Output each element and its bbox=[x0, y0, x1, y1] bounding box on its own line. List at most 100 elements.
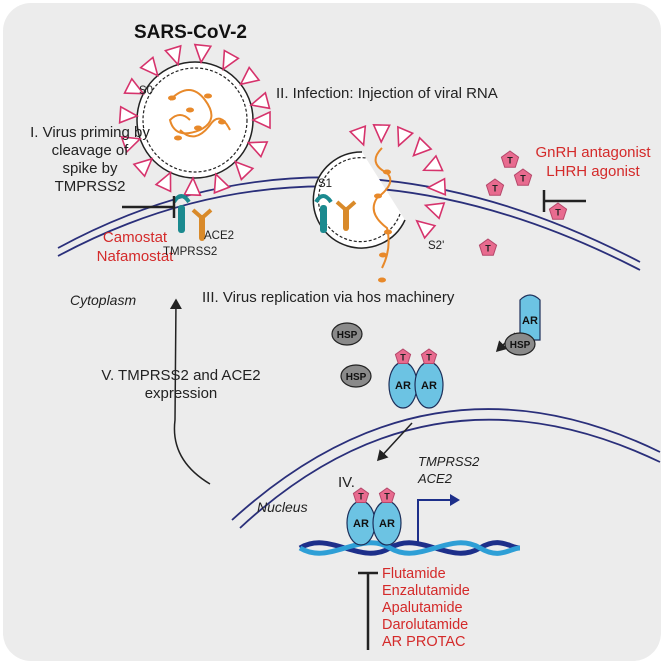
s2-label: S2' bbox=[428, 240, 445, 252]
testosterone-icon: T bbox=[478, 238, 498, 256]
androgen-receptor-icon: AR bbox=[346, 500, 376, 546]
heat-shock-protein-icon: HSP bbox=[331, 322, 363, 346]
spike bbox=[163, 44, 182, 67]
enzalutamide-label: Enzalutamide bbox=[382, 583, 470, 599]
svg-text:T: T bbox=[520, 174, 526, 184]
camostat-label: Camostat bbox=[102, 229, 168, 246]
step-iv-label: IV. bbox=[338, 474, 355, 491]
spike bbox=[183, 176, 202, 197]
hormone-inhibitors: GnRH antagonist LHRH agonist bbox=[528, 143, 658, 181]
step-ii-label: II. Infection: Injection of viral RNA bbox=[276, 85, 498, 102]
spike bbox=[139, 55, 159, 78]
spike bbox=[426, 177, 447, 196]
spike bbox=[118, 105, 140, 124]
svg-text:AR: AR bbox=[353, 518, 369, 530]
gene-ace2-label: ACE2 bbox=[418, 471, 452, 486]
arrow-to-nucleus bbox=[376, 422, 413, 462]
spike bbox=[372, 123, 391, 144]
apalutamide-label: Apalutamide bbox=[382, 600, 463, 616]
spike bbox=[251, 110, 271, 130]
spike bbox=[348, 125, 367, 147]
target-genes: TMPRSS2 ACE2 bbox=[418, 453, 479, 487]
lhrh-agonist-label: LHRH agonist bbox=[546, 163, 640, 180]
nucleus-label: Nucleus bbox=[257, 499, 308, 515]
nafamostat-label: Nafamostat bbox=[96, 248, 174, 265]
spike bbox=[154, 170, 172, 193]
tmprss2-receptor-s1 bbox=[314, 194, 333, 233]
svg-text:HSP: HSP bbox=[510, 340, 531, 351]
testosterone-icon: T bbox=[352, 487, 370, 503]
spike bbox=[132, 157, 154, 178]
spike bbox=[246, 141, 269, 159]
testosterone-icon: T bbox=[378, 487, 396, 503]
spike bbox=[415, 219, 437, 240]
gene-tmprss2-label: TMPRSS2 bbox=[418, 454, 480, 469]
spike bbox=[222, 49, 240, 71]
step-v-label: V. TMPRSS2 and ACE2 expression bbox=[101, 367, 261, 402]
darolutamide-label: Darolutamide bbox=[382, 617, 469, 633]
testosterone-icon: T bbox=[420, 348, 438, 364]
svg-text:T: T bbox=[555, 208, 561, 218]
spike bbox=[213, 172, 231, 195]
testosterone-icon: T bbox=[394, 348, 412, 364]
svg-text:T: T bbox=[384, 492, 390, 502]
ace2-receptor-s1 bbox=[335, 200, 357, 231]
svg-text:AR: AR bbox=[379, 518, 395, 530]
spike bbox=[233, 160, 255, 181]
ar-protac-label: AR PROTAC bbox=[382, 634, 466, 650]
svg-text:HSP: HSP bbox=[346, 372, 367, 383]
spike bbox=[423, 202, 446, 220]
s0-label: S0 bbox=[139, 85, 154, 97]
svg-text:AR: AR bbox=[522, 315, 538, 327]
spike bbox=[422, 154, 444, 172]
heat-shock-protein-icon: HSP bbox=[504, 332, 536, 356]
diagram-title: SARS-CoV-2 bbox=[134, 22, 247, 43]
transcription-arrow bbox=[417, 499, 452, 542]
svg-text:T: T bbox=[485, 244, 491, 254]
svg-text:T: T bbox=[492, 184, 498, 194]
svg-text:T: T bbox=[507, 156, 513, 166]
svg-text:AR: AR bbox=[421, 380, 437, 392]
step-iii-label: III. Virus replication via hos machinery bbox=[202, 289, 455, 306]
cytoplasm-label: Cytoplasm bbox=[70, 292, 137, 308]
gnrh-inhibition-line bbox=[542, 190, 586, 212]
ar-hsp-complex: AR bbox=[519, 294, 541, 341]
spike bbox=[239, 66, 261, 86]
ace2-receptor bbox=[191, 208, 213, 241]
nuclear-envelope-inner bbox=[239, 418, 661, 529]
testosterone-icon: T bbox=[548, 202, 568, 220]
virus-s0 bbox=[136, 61, 254, 179]
arrow-expression-to-membrane bbox=[169, 298, 211, 485]
membrane-inhibitors: Camostat Nafamostat bbox=[90, 228, 180, 266]
spike bbox=[120, 135, 142, 154]
transcription-arrowhead bbox=[450, 494, 460, 506]
testosterone-icon: T bbox=[500, 150, 520, 168]
androgen-receptor-icon: AR bbox=[372, 500, 402, 546]
spike bbox=[397, 125, 415, 148]
tmprss2-receptor-label: TMPRSS2 bbox=[163, 246, 218, 258]
spike-proteins bbox=[118, 43, 447, 240]
ar-inhibitor-list: Flutamide Enzalutamide Apalutamide Darol… bbox=[382, 566, 470, 651]
camostat-inhibition-line bbox=[122, 196, 176, 218]
ace2-receptor-label: ACE2 bbox=[204, 230, 235, 242]
spike bbox=[123, 77, 145, 95]
svg-text:T: T bbox=[358, 492, 364, 502]
svg-text:HSP: HSP bbox=[337, 330, 358, 341]
androgen-receptor-icon: AR bbox=[414, 361, 444, 409]
testosterone-icon: T bbox=[485, 178, 505, 196]
step-i-label: I. Virus priming by cleavage of spike by… bbox=[30, 124, 150, 195]
nuclear-envelope-outer bbox=[231, 408, 661, 521]
androgen-receptor-icon: AR bbox=[388, 361, 418, 409]
svg-text:T: T bbox=[426, 353, 432, 363]
dna-helix bbox=[298, 540, 521, 556]
spike bbox=[412, 136, 433, 157]
gnrh-antagonist-label: GnRH antagonist bbox=[535, 144, 651, 161]
flutamide-label: Flutamide bbox=[382, 566, 446, 582]
heat-shock-protein-icon: HSP bbox=[340, 364, 372, 388]
testosterone-icon: T bbox=[513, 168, 533, 186]
svg-text:AR: AR bbox=[395, 380, 411, 392]
s1-label: S1 bbox=[318, 178, 333, 190]
spike bbox=[249, 91, 271, 110]
